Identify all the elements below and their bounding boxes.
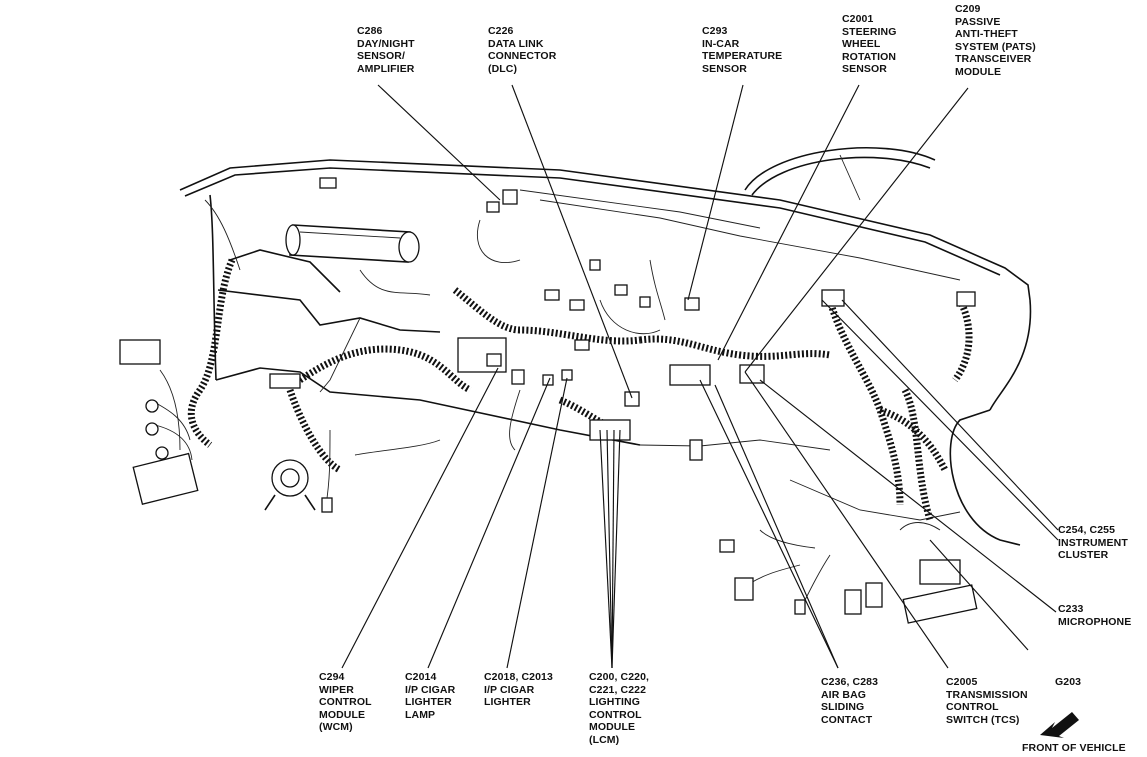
front-arrow-icon [1040,712,1079,738]
label-c2018-c2013: C2018, C2013 I/P CIGAR LIGHTER [484,671,553,709]
label-g203: G203 [1055,676,1082,688]
label-c226: C226 DATA LINK CONNECTOR (DLC) [488,25,557,75]
label-c236-c283: C236, C283 AIR BAG SLIDING CONTACT [821,676,879,726]
leader-lines [341,84,1059,669]
steering-wheel [744,146,936,201]
label-c293: C293 IN-CAR TEMPERATURE SENSOR [702,25,783,75]
label-c254-c255: C254, C255 INSTRUMENT CLUSTER [1058,524,1128,562]
label-c2014: C2014 I/P CIGAR LIGHTER LAMP [405,671,456,721]
dashboard-outline [179,159,1032,546]
components [119,177,978,624]
label-c200-lcm: C200, C220, C221, C222 LIGHTING CONTROL … [589,671,650,746]
label-c2001: C2001 STEERING WHEEL ROTATION SENSOR [842,13,897,76]
loose-wires [149,199,941,611]
label-front-of-vehicle: FRONT OF VEHICLE [1022,742,1126,754]
label-c294: C294 WIPER CONTROL MODULE (WCM) [319,671,372,734]
label-c233: C233 MICROPHONE [1058,603,1132,628]
label-c2005: C2005 TRANSMISSION CONTROL SWITCH (TCS) [946,676,1028,726]
label-c209: C209 PASSIVE ANTI-THEFT SYSTEM (PATS) TR… [955,3,1036,78]
label-c286: C286 DAY/NIGHT SENSOR/ AMPLIFIER [357,25,415,75]
wiring-harness [187,258,973,522]
air-duct-cylinder [285,224,420,263]
